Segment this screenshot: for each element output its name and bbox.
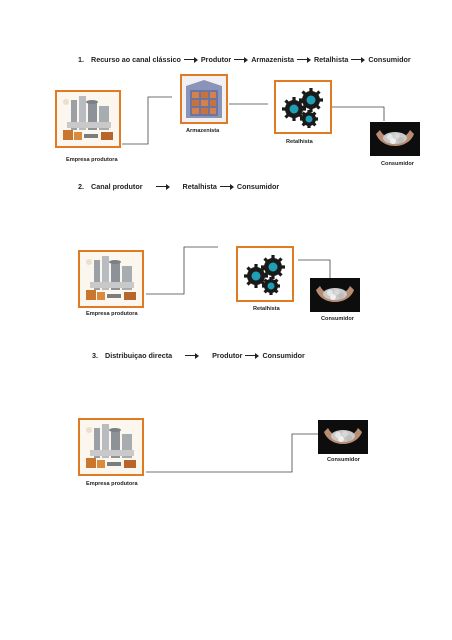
consumer-image <box>310 278 360 312</box>
step-label: Canal produtor <box>91 182 143 191</box>
section-number: 2. <box>78 182 84 191</box>
retailer-label: Retalhista <box>286 139 313 145</box>
producer-box <box>78 250 144 308</box>
step-label: Consumidor <box>368 55 411 64</box>
arrow-right-icon <box>245 352 260 359</box>
consumer-label: Consumidor <box>327 457 360 463</box>
arrow-right-icon <box>351 56 366 63</box>
arrow-right-icon <box>185 352 200 359</box>
producer-label: Empresa produtora <box>86 481 138 487</box>
factory-icon <box>80 420 142 474</box>
section-2-heading: 2. Canal produtor Retalhista Consumidor <box>78 182 279 191</box>
warehouse-label: Armazenista <box>186 128 220 134</box>
step-label: Consumidor <box>236 182 280 191</box>
connector-retailer-consumer <box>332 106 385 121</box>
coins-hands-icon <box>370 122 420 156</box>
warehouse-box <box>180 74 228 124</box>
coins-hands-icon <box>318 420 368 454</box>
consumer-image <box>318 420 368 454</box>
connector-retailer-consumer-2 <box>298 259 331 278</box>
retailer-box <box>236 246 294 302</box>
section-3-heading: 3. Distribuiçao directa Produtor Consumi… <box>92 351 305 360</box>
producer-box <box>78 418 144 476</box>
connector-producer-warehouse <box>122 96 172 145</box>
step-label: Consumidor <box>262 351 305 360</box>
step-label: Produtor <box>212 351 243 360</box>
producer-label: Empresa produtora <box>86 311 138 317</box>
section-number: 3. <box>92 351 98 360</box>
connector-producer-consumer <box>146 433 318 473</box>
arrow-right-icon <box>155 183 170 190</box>
arrow-right-icon <box>183 56 198 63</box>
section-number: 1. <box>78 55 84 64</box>
step-label: Retalhista <box>313 55 349 64</box>
arrow-right-icon <box>234 56 249 63</box>
producer-box <box>55 90 121 148</box>
factory-icon <box>80 252 142 306</box>
gears-icon <box>282 88 323 128</box>
coins-hands-icon <box>310 278 360 312</box>
gears-icon <box>244 255 285 295</box>
factory-icon <box>57 92 119 146</box>
retailer-box <box>274 80 332 134</box>
step-label: Armazenista <box>251 55 294 64</box>
arrow-right-icon <box>219 183 234 190</box>
arrow-right-icon <box>296 56 311 63</box>
step-label: Retalhista <box>182 182 217 191</box>
consumer-image <box>370 122 420 156</box>
step-label: Distribuiçao directa <box>105 351 173 360</box>
consumer-label: Consumidor <box>381 161 414 167</box>
producer-label: Empresa produtora <box>66 157 118 163</box>
step-label: Produtor <box>200 55 232 64</box>
warehouse-icon <box>182 76 226 122</box>
consumer-label: Consumidor <box>321 316 354 322</box>
connector-producer-retailer <box>146 246 218 295</box>
section-1-heading: 1. Recurso ao canal clássico Produtor Ar… <box>78 55 411 64</box>
retailer-label: Retalhista <box>253 306 280 312</box>
step-label: Recurso ao canal clássico <box>91 55 181 64</box>
